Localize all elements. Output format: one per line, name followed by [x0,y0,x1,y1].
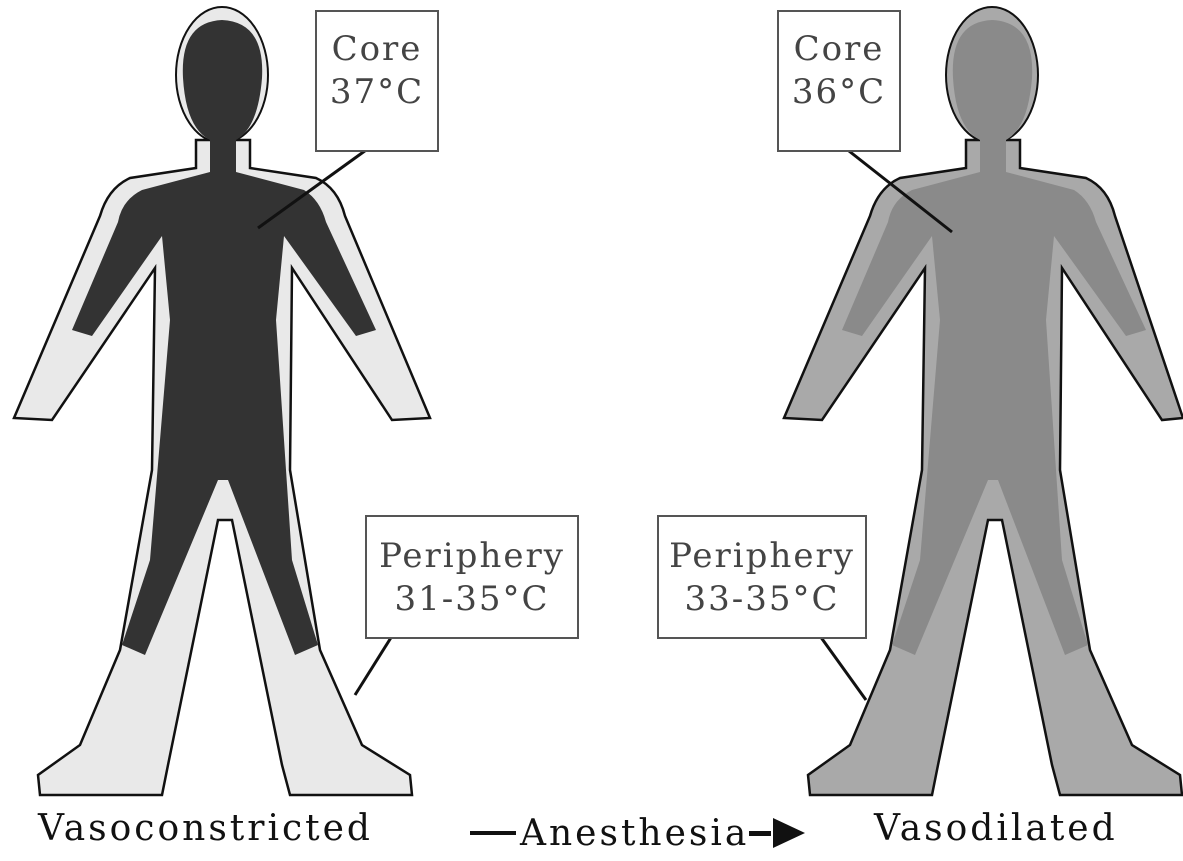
right-periphery-title: Periphery [659,535,865,578]
right-core-label: Core 36°C [777,10,901,152]
right-periphery-leader-line [820,636,866,700]
arrow-shaft [749,831,771,836]
vasodilated-caption: Vasodilated [874,808,1118,858]
right-torso-core [842,172,1146,655]
left-core-label: Core 37°C [315,10,439,152]
anesthesia-transition: Anesthesia [470,808,805,858]
right-periphery-label: Periphery 33-35°C [657,515,867,639]
transition-dash [470,831,516,835]
left-periphery-temp: 31-35°C [367,578,577,621]
left-torso-core [72,172,376,655]
anesthesia-caption: Anesthesia [520,813,749,854]
left-core-title: Core [317,28,437,71]
right-core-title: Core [779,28,899,71]
vasoconstricted-caption: Vasoconstricted [38,808,373,858]
right-core-temp: 36°C [779,71,899,114]
right-periphery-temp: 33-35°C [659,578,865,621]
left-periphery-title: Periphery [367,535,577,578]
left-periphery-label: Periphery 31-35°C [365,515,579,639]
right-arrow-icon [773,818,805,848]
left-periphery-leader-line [355,636,392,695]
left-core-temp: 37°C [317,71,437,114]
